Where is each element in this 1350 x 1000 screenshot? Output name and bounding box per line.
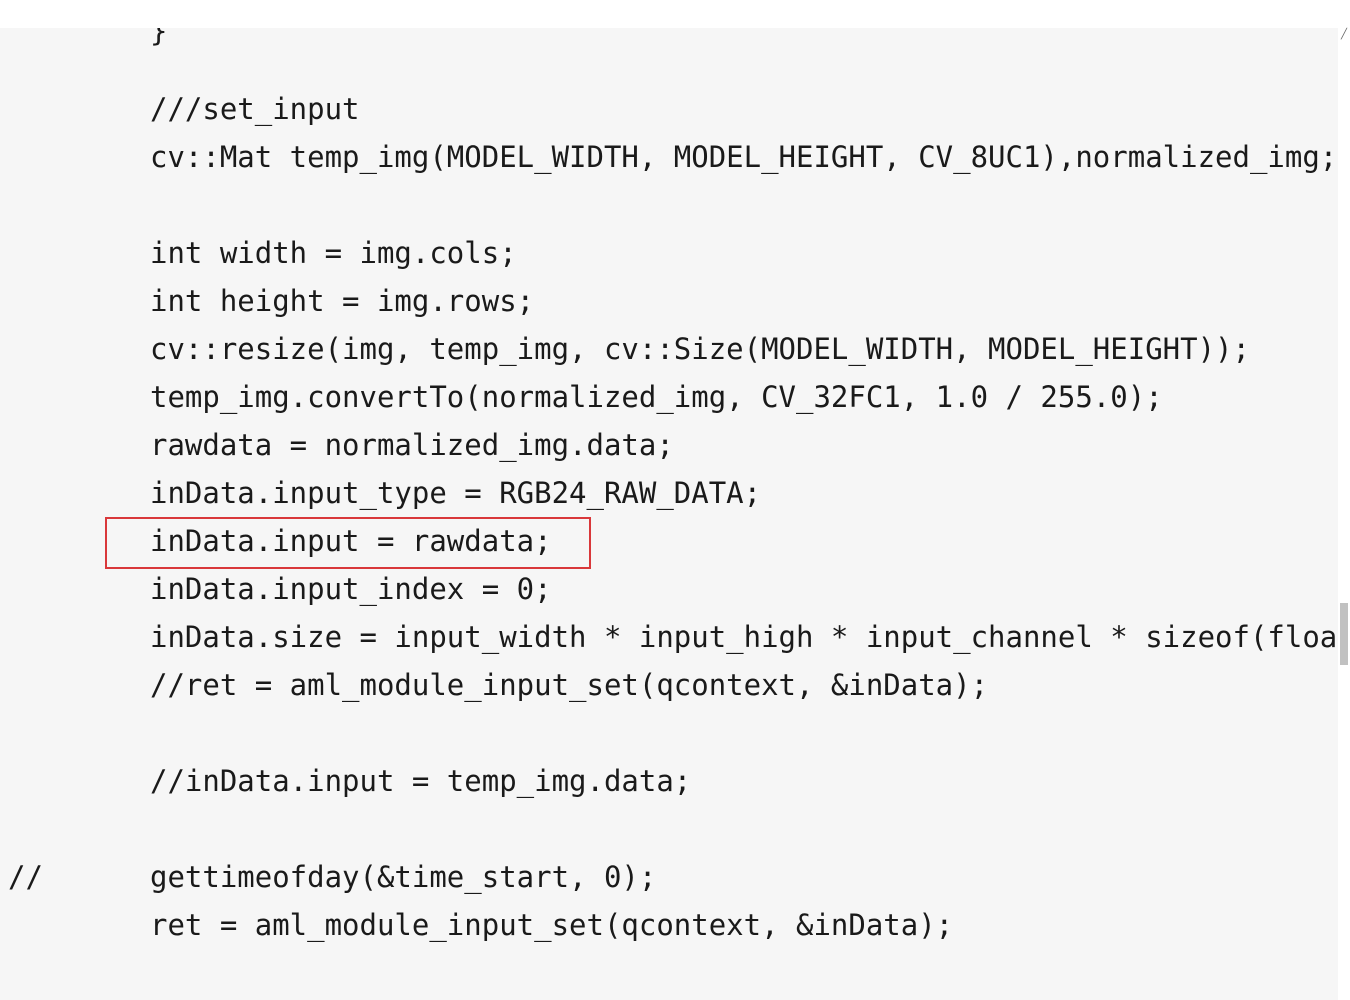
line-text: ///set_input xyxy=(150,92,360,126)
line-prefix: // xyxy=(8,860,43,894)
line-text: cv::resize(img, temp_img, cv::Size(MODEL… xyxy=(150,332,1250,366)
line-text: inData.input_type = RGB24_RAW_DATA; xyxy=(150,476,762,510)
code-line-highlighted: inData.input = rawdata; xyxy=(0,517,1338,565)
highlight-box xyxy=(105,517,591,569)
code-line xyxy=(0,181,1338,229)
code-line: inData.input_index = 0; xyxy=(0,565,1338,613)
line-text: temp_img.convertTo(normalized_img, CV_32… xyxy=(150,380,1163,414)
code-line: cv::resize(img, temp_img, cv::Size(MODEL… xyxy=(0,325,1338,373)
code-line: ret = aml_module_input_set(qcontext, &in… xyxy=(0,901,1338,949)
line-text: rawdata = normalized_img.data; xyxy=(150,428,674,462)
partial-top-line: } xyxy=(150,28,168,48)
line-text: int height = img.rows; xyxy=(150,284,535,318)
top-bar xyxy=(0,0,1350,28)
code-line xyxy=(0,805,1338,853)
line-text: int width = img.cols; xyxy=(150,236,517,270)
code-line: cv::Mat temp_img(MODEL_WIDTH, MODEL_HEIG… xyxy=(0,133,1338,181)
code-line: //ret = aml_module_input_set(qcontext, &… xyxy=(0,661,1338,709)
code-line: rawdata = normalized_img.data; xyxy=(0,421,1338,469)
code-line: temp_img.convertTo(normalized_img, CV_32… xyxy=(0,373,1338,421)
line-text: cv::Mat temp_img(MODEL_WIDTH, MODEL_HEIG… xyxy=(150,140,1338,174)
code-line: // gettimeofday(&time_start, 0); xyxy=(0,853,1338,901)
code-line: inData.size = input_width * input_high *… xyxy=(0,613,1338,661)
scrollbar-thumb[interactable] xyxy=(1340,603,1348,665)
code-line: //inData.input = temp_img.data; xyxy=(0,757,1338,805)
scroll-up-arrow-icon[interactable]: ╱ xyxy=(1341,29,1348,40)
code-line: int width = img.cols; xyxy=(0,229,1338,277)
line-text: //inData.input = temp_img.data; xyxy=(150,764,692,798)
code-line xyxy=(0,709,1338,757)
code-block: } ///set_input cv::Mat temp_img(MODEL_WI… xyxy=(0,28,1338,1000)
line-text: inData.input = rawdata; xyxy=(150,524,552,558)
code-line: inData.input_type = RGB24_RAW_DATA; xyxy=(0,469,1338,517)
line-text: gettimeofday(&time_start, 0); xyxy=(150,860,657,894)
vertical-scrollbar[interactable] xyxy=(1338,28,1350,1000)
code-line: ///set_input xyxy=(0,85,1338,133)
code-line: int height = img.rows; xyxy=(0,277,1338,325)
line-text: ret = aml_module_input_set(qcontext, &in… xyxy=(150,908,954,942)
line-text: inData.input_index = 0; xyxy=(150,572,552,606)
line-text: //ret = aml_module_input_set(qcontext, &… xyxy=(150,668,989,702)
line-text: inData.size = input_width * input_high *… xyxy=(150,620,1338,654)
